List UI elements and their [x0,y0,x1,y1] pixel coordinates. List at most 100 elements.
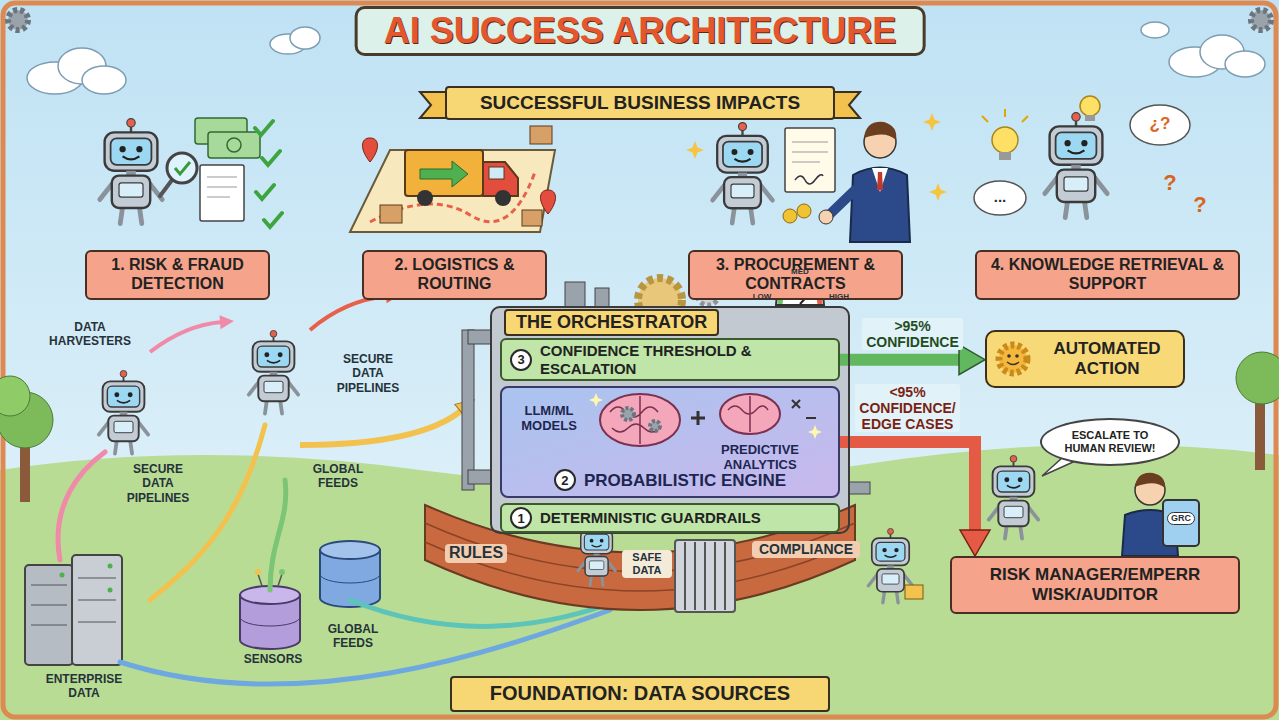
node-text: ESCALATE TO HUMAN REVIEW! [1052,429,1168,455]
wall-label: SAFE DATA [622,550,672,578]
fraud-scene [100,119,162,224]
label-slot: GLOBAL FEEDS [316,622,390,651]
logistics-scene [405,150,483,196]
action-box-art [985,330,1185,388]
action-box-art [1007,362,1019,365]
procurement-scene [830,190,855,214]
ribbon-tail [420,92,447,118]
label-slot: DATA HARVESTERS [40,320,140,349]
part-label: SENSORS [236,652,310,666]
cloud [1225,51,1265,77]
guardrail-band: 1DETERMINISTIC GUARDRAILS [500,503,840,533]
orchestrator-machine [595,288,609,308]
procurement-scene [850,168,910,243]
procurement-scene [877,172,883,190]
data-sources [72,555,122,665]
data-sources [78,600,116,601]
data-pipeline [58,452,105,560]
tree [1255,400,1265,470]
grass [0,445,1279,720]
section-banner: SUCCESSFUL BUSINESS IMPACTS [445,86,835,120]
brain-model [720,394,780,434]
part-label: GLOBAL FEEDS [316,622,390,651]
data-sources [255,569,261,575]
brain-model [728,396,768,432]
logistics-scene [489,167,504,179]
knowledge-scene [1085,115,1095,121]
fraud-scene [175,162,190,174]
escalation-scene [989,455,1199,556]
logistics-scene [380,205,402,223]
data-pipeline [150,425,265,600]
data-sources [108,564,113,569]
brain-model [600,394,680,446]
data-sources [78,622,116,623]
harvester [249,330,298,413]
harvester [300,410,462,445]
speech-bubble: ESCALATE TO HUMAN REVIEW! [1040,418,1180,466]
gauge-label: MED [788,268,812,277]
title: AI SUCCESS ARCHITECTURE [384,10,897,52]
data-sources [78,578,116,579]
fraud-scene [160,180,172,196]
node-text: PROBABILISTIC ENGINE [584,471,786,491]
step-number: 2 [554,469,576,491]
impact-box: 2. LOGISTICS & ROUTING [362,250,547,300]
fraud-scene [200,165,244,221]
procurement-scene [792,152,828,153]
knowledge-scene [992,127,1018,153]
fraud-scene [207,177,237,178]
label-slot: ? [1190,192,1210,218]
foundation-banner: FOUNDATION: DATA SOURCES [450,676,830,712]
knowledge-scene [1080,96,1100,116]
data-sources [25,541,380,665]
orchestrator-frame: THE ORCHESTRATOR3CONFIDENCE THRESHOLD & … [490,306,850,534]
frame [3,3,1276,717]
orchestrator-machine [490,306,850,534]
procurement-scene [792,162,820,163]
reviewer-box: RISK MANAGER/EMPERR WISK/AUDITOR [950,556,1240,614]
logistics-scene [350,126,556,232]
harvester [150,322,222,352]
brick-wall [675,540,735,612]
knowledge-scene [982,109,1028,122]
procurement-scene [929,183,947,201]
node-text: LLM/ML MODELS [508,403,590,434]
procurement-scene [797,204,811,218]
procurement-scene [819,210,833,224]
orchestrator-machine [462,330,474,490]
label-slot: ¿? [1140,114,1180,134]
procurement-scene [783,209,797,223]
fraud-scene [255,121,282,227]
label-slot: SECURE DATA PIPELINES [116,462,200,505]
knowledge-scene [1130,105,1190,145]
node-text: 2. LOGISTICS & ROUTING [372,256,537,294]
corner-gear [1251,10,1271,30]
data-sources [31,605,67,606]
harvester [99,296,462,454]
orchestrator-machine [500,386,840,498]
escalation-scene [1135,473,1165,488]
cloud [290,27,320,49]
orchestrator-machine [468,470,492,484]
edge-label-slot: >95% CONFIDENCE [862,318,963,350]
wall-label: RULES [445,544,507,563]
action-box-art [1015,354,1019,358]
logistics-scene [420,161,468,187]
corner-gear [8,10,28,30]
fraud-scene [208,132,260,158]
escalation-scene [1163,500,1199,546]
engine-panel: 2PROBABILISTIC ENGINELLM/ML MODELSPREDIC… [500,386,840,498]
data-sources [258,574,262,586]
fraud-scene [227,138,241,152]
label-slot: ENTERPRISE DATA [34,672,134,701]
knowledge-scene [999,152,1011,160]
brick-wall [685,542,725,610]
procurement-scene [792,142,828,143]
brain-model [650,421,660,431]
wall-label: COMPLIANCE [752,541,860,558]
label-slot: MED [788,268,812,277]
action-box-art [999,345,1027,373]
model-tag: LLM/ML MODELS [508,398,590,438]
label-slot: RULES [445,544,507,563]
